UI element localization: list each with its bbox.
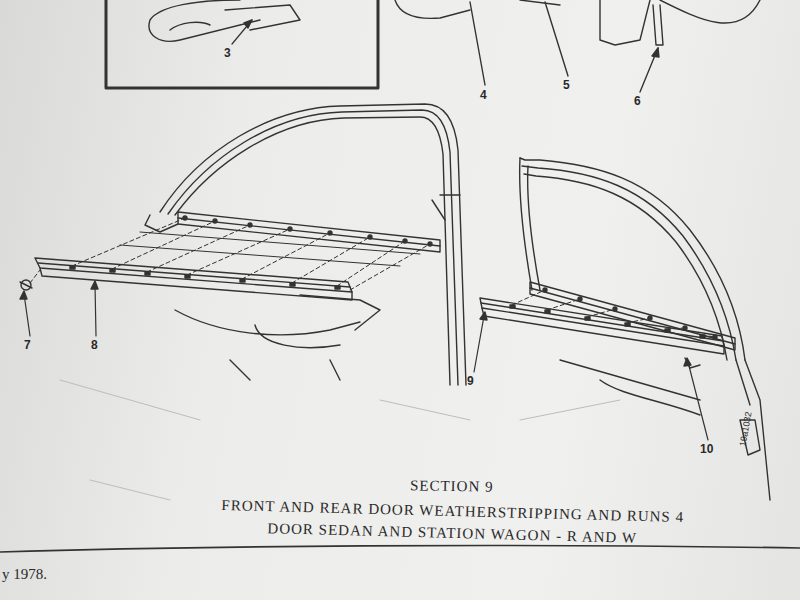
callout-number: 8 — [91, 338, 98, 352]
section-title: SECTION 9 — [410, 477, 494, 495]
callout-number: 9 — [467, 374, 474, 388]
figure-caption: FRONT AND REAR DOOR WEATHERSTRIPPING AND… — [200, 493, 706, 550]
callout-number: 3 — [224, 46, 231, 60]
callout-number: 10 — [700, 442, 713, 456]
callout-number: 4 — [480, 88, 487, 102]
callout-number: 5 — [563, 78, 570, 92]
callout-number: 6 — [634, 94, 641, 108]
date-fragment: y 1978. — [2, 566, 47, 583]
callout-number: 7 — [24, 338, 31, 352]
drawing-code: 19a1032 — [738, 411, 754, 447]
